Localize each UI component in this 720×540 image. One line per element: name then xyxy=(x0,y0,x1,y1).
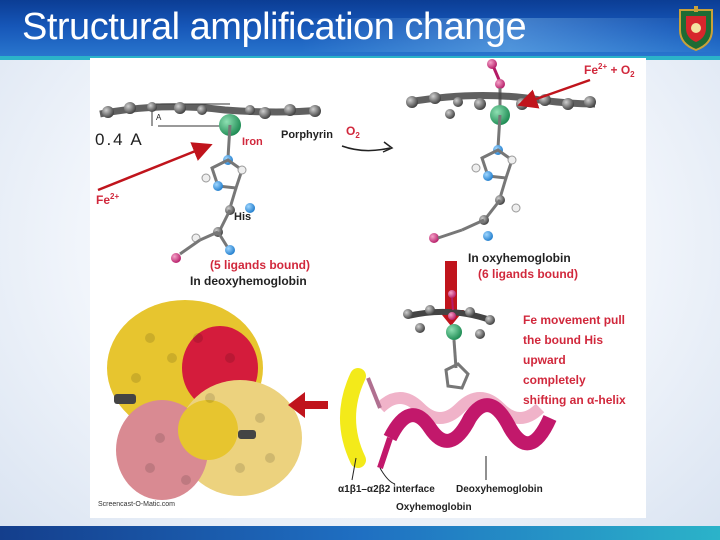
o2-binding-arrowhead xyxy=(382,141,394,153)
description-line-1: Fe movement pull xyxy=(523,313,625,327)
fe-pointer-arrow xyxy=(97,142,213,192)
oxyhemoglobin-state-label: In oxyhemoglobin xyxy=(468,251,571,265)
slide-title: Structural amplification change xyxy=(22,6,527,48)
o2-label: O2 xyxy=(346,124,360,140)
fe-plus-o2-label: Fe2+ + O2 xyxy=(584,62,635,79)
title-bar-highlight xyxy=(300,18,720,52)
fe2plus-label: Fe2+ xyxy=(96,192,119,207)
description-line-5: shifting an α-helix xyxy=(523,393,626,407)
interface-label: α1β1–α2β2 interface xyxy=(338,484,435,495)
porphyrin-label: Porphyrin xyxy=(281,129,333,141)
deoxyhemoglobin-helix-label: Deoxyhemoglobin xyxy=(456,484,543,495)
helix-description: Fe movement pull the bound His upward co… xyxy=(523,313,626,407)
deoxyhemoglobin-state-label: In deoxyhemoglobin xyxy=(190,274,307,288)
hemoglobin-illustration: A Iron Porphyrin O2 Fe2+ His (5 ligands … xyxy=(96,59,635,513)
screencast-watermark: Screencast-O-Matic.com xyxy=(98,501,175,508)
six-ligands-label: (6 ligands bound) xyxy=(478,267,578,281)
title-bar xyxy=(0,0,720,58)
footer-bar xyxy=(0,526,720,540)
five-ligands-label: (5 ligands bound) xyxy=(210,258,310,272)
o2-binding-arrow xyxy=(341,145,391,152)
hemoglobin-figure: A Iron Porphyrin O2 Fe2+ His (5 ligands … xyxy=(90,58,646,518)
oxy-heme-model xyxy=(406,59,596,243)
fe-o2-pointer-arrow xyxy=(517,78,591,109)
description-line-3: upward xyxy=(523,353,566,367)
deoxy-heme-model xyxy=(99,102,321,263)
helix-model xyxy=(366,290,557,485)
conformation-left-arrow xyxy=(288,392,328,418)
oxyhemoglobin-helix-label: Oxyhemoglobin xyxy=(396,502,472,513)
iron-label: Iron xyxy=(242,136,263,148)
description-line-4: completely xyxy=(523,373,586,387)
distance-annotation: 0.4 A xyxy=(95,130,144,149)
interface-crescent xyxy=(340,368,366,468)
interface-pointer xyxy=(351,457,357,481)
description-line-2: the bound His xyxy=(523,333,603,347)
hemoglobin-tetramer xyxy=(107,300,302,500)
university-crest-icon xyxy=(679,6,713,52)
his-label: His xyxy=(234,211,251,223)
angstrom-mark: A xyxy=(156,113,162,122)
